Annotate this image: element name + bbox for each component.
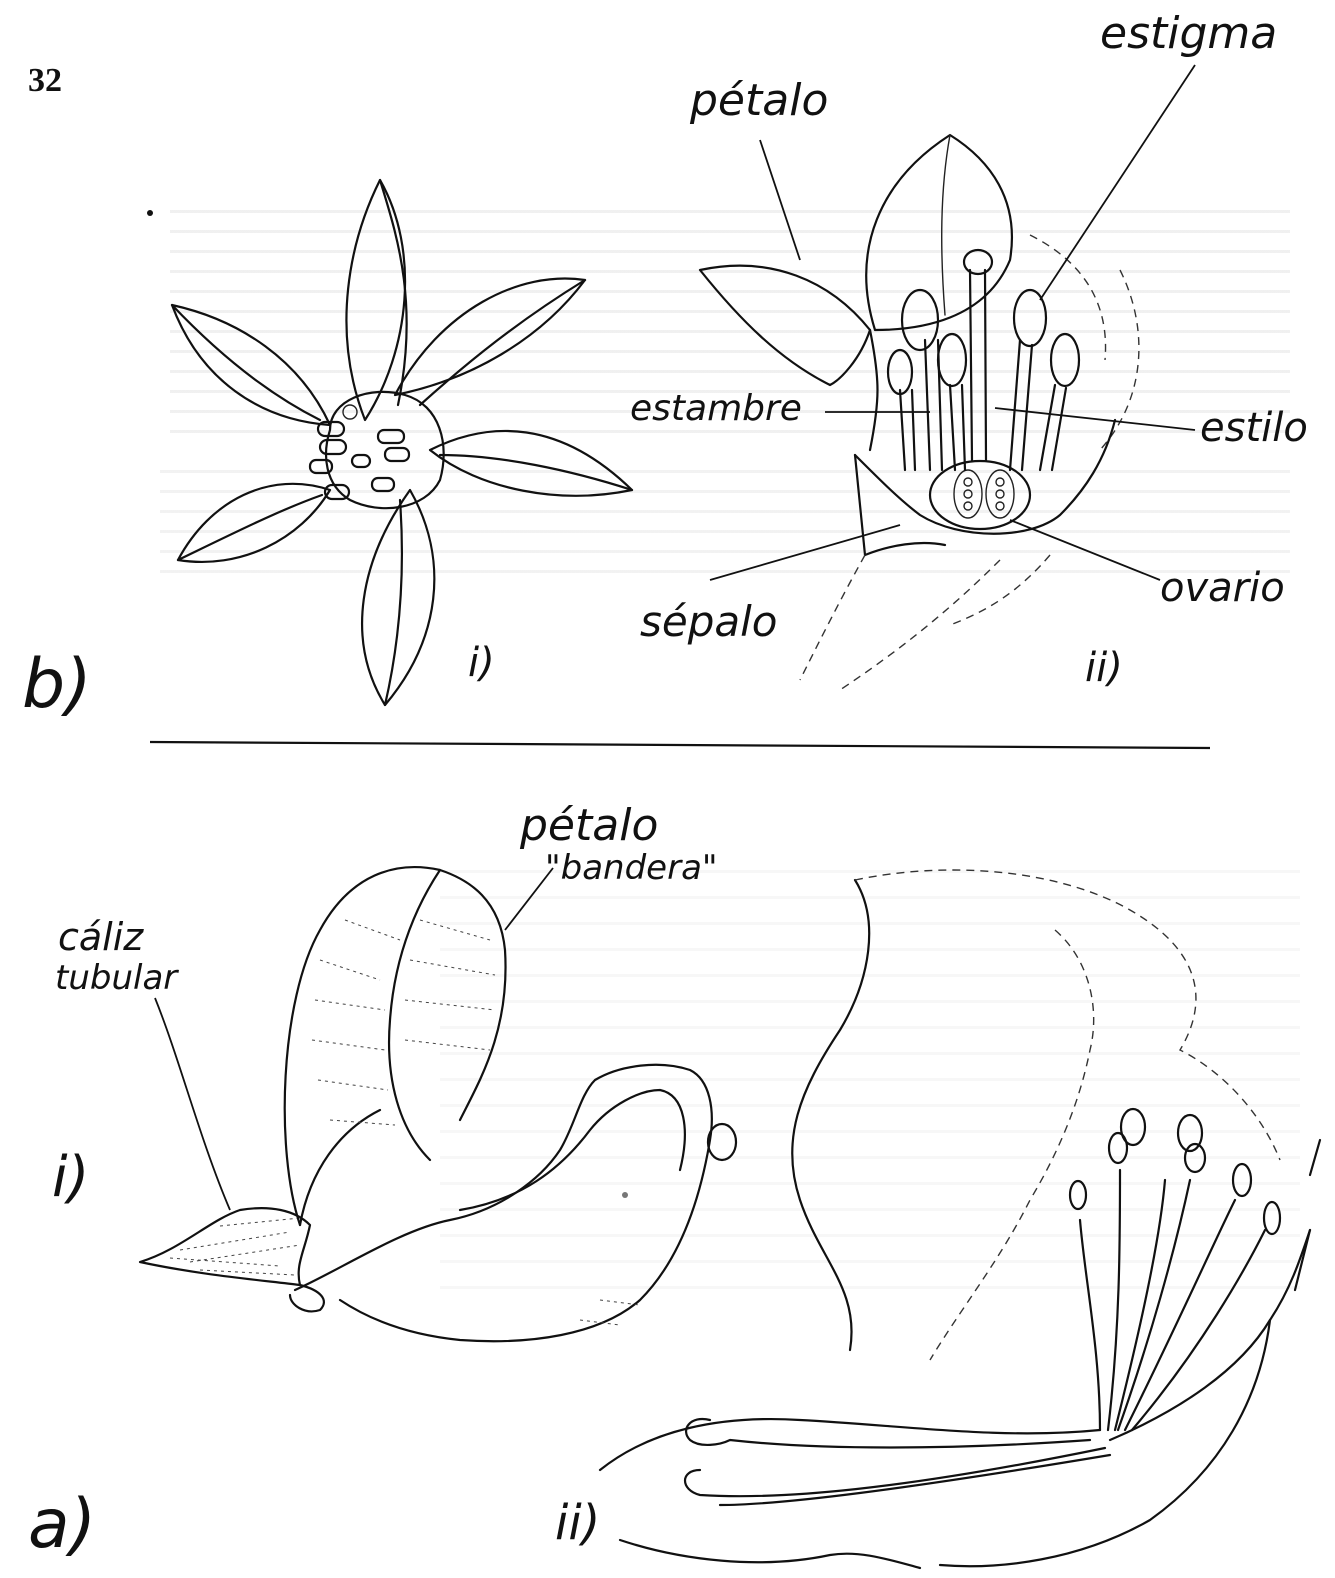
label-ovario: ovario: [1160, 565, 1285, 611]
label-petalo-a: pétalo: [520, 800, 658, 851]
label-b-i: i): [468, 640, 495, 686]
legume-flower-side-view-drawing: [140, 867, 736, 1341]
section-divider: [150, 742, 1210, 748]
label-a-i: i): [52, 1145, 89, 1210]
panel-b-letter: b): [22, 645, 92, 724]
label-estambre: estambre: [630, 388, 802, 429]
figure-b-leader-lines: [710, 65, 1195, 580]
panel-a-letter: a): [28, 1485, 96, 1564]
flower-top-view-drawing: [147, 180, 632, 705]
label-caliz: cáliz: [58, 915, 143, 959]
label-sepalo: sépalo: [640, 597, 777, 646]
figure-a-leader-lines: [155, 868, 553, 1210]
label-estigma: estigma: [1100, 8, 1277, 59]
legume-flower-dissection-drawing: [600, 870, 1320, 1568]
label-b-ii: ii): [1085, 645, 1123, 691]
label-tubular: tubular: [55, 958, 177, 998]
label-a-ii: ii): [555, 1495, 600, 1551]
label-bandera: "bandera": [545, 848, 718, 888]
label-estilo: estilo: [1200, 405, 1308, 451]
label-petalo-b: pétalo: [690, 75, 828, 126]
